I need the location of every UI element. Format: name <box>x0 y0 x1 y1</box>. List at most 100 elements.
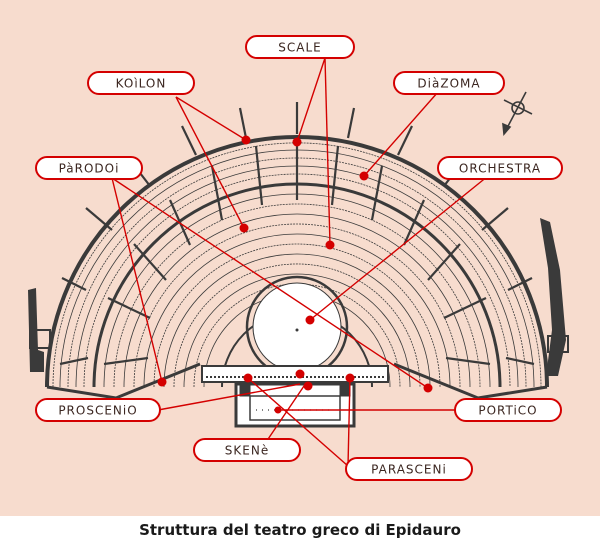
leader-koilon-1 <box>175 96 247 141</box>
lower-tier-rows <box>193 283 401 388</box>
leader-diazoma <box>363 91 439 177</box>
label-box <box>193 438 301 462</box>
stairway <box>330 145 340 206</box>
label-skene-text: SKENè <box>225 444 269 458</box>
marker-dot <box>305 315 315 325</box>
stairway <box>370 165 384 221</box>
marker-dot <box>423 383 433 393</box>
marker-dot <box>239 223 249 233</box>
retaining-walls <box>28 218 569 376</box>
leader-skene <box>261 385 305 449</box>
label-parasceni-text: PARASCENi <box>371 463 447 477</box>
stairway <box>427 243 461 281</box>
label-box <box>393 71 505 95</box>
stairway <box>61 277 87 291</box>
label-box <box>35 398 161 422</box>
label-parodoi-text: PàRODOi <box>59 162 120 176</box>
compass-needle <box>505 91 527 131</box>
label-box <box>345 457 473 481</box>
label-parodoi: PàRODOi <box>35 156 143 180</box>
marker-dot <box>345 373 355 383</box>
compass-arrowhead <box>502 122 512 136</box>
stairway <box>59 356 89 366</box>
outer-rim <box>45 135 549 388</box>
marker-dot <box>292 137 302 147</box>
leader-parasceni-2 <box>347 377 351 467</box>
label-box <box>87 71 195 95</box>
marker-dot <box>157 377 167 387</box>
upper-tier-rows <box>67 157 527 388</box>
leader-parodoi-2 <box>111 177 429 389</box>
marker-dot <box>274 406 282 414</box>
compass-crossbar <box>503 99 533 115</box>
leader-scale-1 <box>296 57 326 143</box>
lower-tier-rows <box>113 203 481 388</box>
lower-tier-rows <box>183 273 411 388</box>
marker-dot <box>303 381 313 391</box>
stairway <box>254 145 264 206</box>
stairway <box>210 165 224 221</box>
stairway <box>397 125 413 156</box>
thymele-dot <box>295 328 299 332</box>
label-portico-text: PORTiCO <box>478 404 537 418</box>
compass-ring <box>511 101 525 115</box>
leader-parodoi-1 <box>111 177 163 383</box>
leader-koilon-2 <box>175 96 245 229</box>
lower-tier-rows <box>163 253 431 388</box>
label-skene: SKENè <box>193 438 301 462</box>
label-parasceni: PARASCENi <box>345 457 473 481</box>
stairway <box>481 207 509 231</box>
retaining-wall-right-room <box>547 335 569 353</box>
marker-dot <box>325 240 335 250</box>
paraskenion-right <box>339 383 351 397</box>
lower-tier-rows <box>173 263 421 388</box>
label-proscenio: PROSCENiO <box>35 398 161 422</box>
stairway <box>103 356 149 366</box>
stairway <box>346 107 356 139</box>
leader-lines <box>111 57 489 467</box>
retaining-wall-left-room <box>29 329 51 349</box>
label-box <box>245 35 355 59</box>
stairway <box>238 107 248 139</box>
koilon-seating <box>45 135 549 388</box>
marker-dots <box>157 135 433 414</box>
label-koilon: KOìLON <box>87 71 195 95</box>
north-arrow-icon <box>502 91 533 136</box>
marker-dot <box>295 369 305 379</box>
label-scale-text: SCALE <box>278 41 321 55</box>
stairways <box>59 102 535 366</box>
proscenium-platform <box>201 365 389 383</box>
label-koilon-text: KOìLON <box>116 77 167 91</box>
stairway <box>85 207 113 231</box>
epidauro-theatre-diagram: SCALE KOìLON DiàZOMA PàRODOi ORCHESTRA P… <box>0 0 600 516</box>
label-proscenio-text: PROSCENiO <box>58 404 137 418</box>
stairway <box>505 356 535 366</box>
label-diazoma-text: DiàZOMA <box>417 77 480 91</box>
marker-dot <box>243 373 253 383</box>
figure-caption: Struttura del teatro greco di Epidauro <box>139 520 461 539</box>
label-orchestra-text: ORCHESTRA <box>459 162 541 176</box>
leader-proscenio <box>157 383 301 411</box>
stairway <box>443 297 487 319</box>
marker-dot <box>359 171 369 181</box>
stairway <box>507 277 533 291</box>
leader-parasceni-1 <box>247 377 349 467</box>
stairway <box>133 243 167 281</box>
marker-dot <box>241 135 251 145</box>
lower-tier-rows <box>133 223 461 388</box>
label-box <box>454 398 562 422</box>
label-scale: SCALE <box>245 35 355 59</box>
label-portico: PORTiCO <box>454 398 562 422</box>
stairway <box>402 199 426 246</box>
label-box <box>35 156 143 180</box>
orchestra-floor <box>252 282 342 372</box>
paraskenion-left <box>239 383 251 397</box>
orchestra-area <box>245 275 349 379</box>
leader-orchestra <box>309 175 489 321</box>
label-orchestra: ORCHESTRA <box>437 156 563 180</box>
lower-tier-rows <box>143 233 451 388</box>
stairway <box>445 356 491 366</box>
label-box <box>437 156 563 180</box>
stairway <box>107 297 151 319</box>
